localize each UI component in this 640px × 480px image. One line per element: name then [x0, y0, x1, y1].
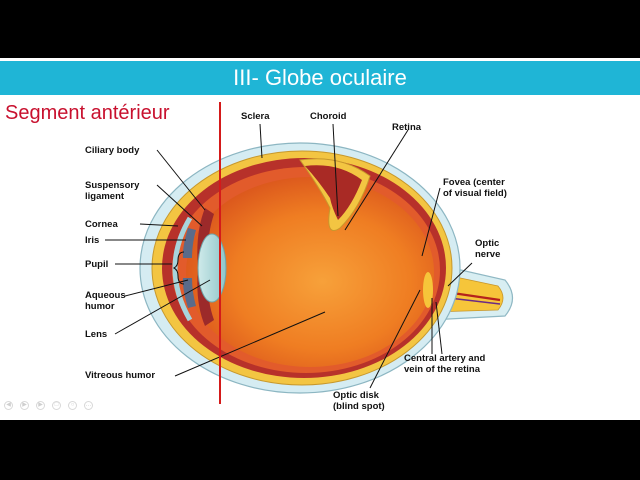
section-label: Segment antérieur [5, 102, 170, 124]
label-sclera: Sclera [241, 111, 270, 122]
label-suspensory-1: Suspensory [85, 180, 140, 191]
zoom-icon[interactable]: ○ [68, 401, 77, 410]
label-cornea: Cornea [85, 219, 118, 230]
section-cut-line [219, 102, 221, 404]
label-artery-1: Central artery and [404, 353, 486, 364]
label-pupil: Pupil [85, 259, 108, 270]
label-optic-disk-2: (blind spot) [333, 401, 385, 412]
label-iris: Iris [85, 235, 99, 246]
prev-icon[interactable]: ◀ [4, 401, 13, 410]
label-retina: Retina [392, 122, 422, 133]
label-suspensory-2: ligament [85, 191, 125, 202]
iris-shape [182, 228, 196, 308]
copy-icon[interactable]: □ [52, 401, 61, 410]
label-aqueous-1: Aqueous [85, 290, 126, 301]
more-icon[interactable]: … [84, 401, 93, 410]
label-artery-2: vein of the retina [404, 364, 481, 375]
label-aqueous-2: humor [85, 301, 115, 312]
label-fovea-1: Fovea (center [443, 177, 505, 188]
label-vitreous: Vitreous humor [85, 370, 155, 381]
play-icon[interactable]: ▶ [20, 401, 29, 410]
lens-shape [197, 233, 227, 303]
label-fovea-2: of visual field) [443, 188, 507, 199]
slide-title: III- Globe oculaire [233, 65, 407, 90]
label-ciliary-body: Ciliary body [85, 145, 140, 156]
label-lens: Lens [85, 329, 107, 340]
vitreous-body [186, 177, 434, 367]
label-optic-nerve-1: Optic [475, 238, 499, 249]
label-optic-nerve-2: nerve [475, 249, 500, 260]
label-optic-disk-1: Optic disk [333, 390, 380, 401]
title-bar: III- Globe oculaire [0, 61, 640, 95]
next-icon[interactable]: ▶ [36, 401, 45, 410]
label-choroid: Choroid [310, 111, 347, 122]
slide: III- Globe oculaire [0, 58, 640, 420]
